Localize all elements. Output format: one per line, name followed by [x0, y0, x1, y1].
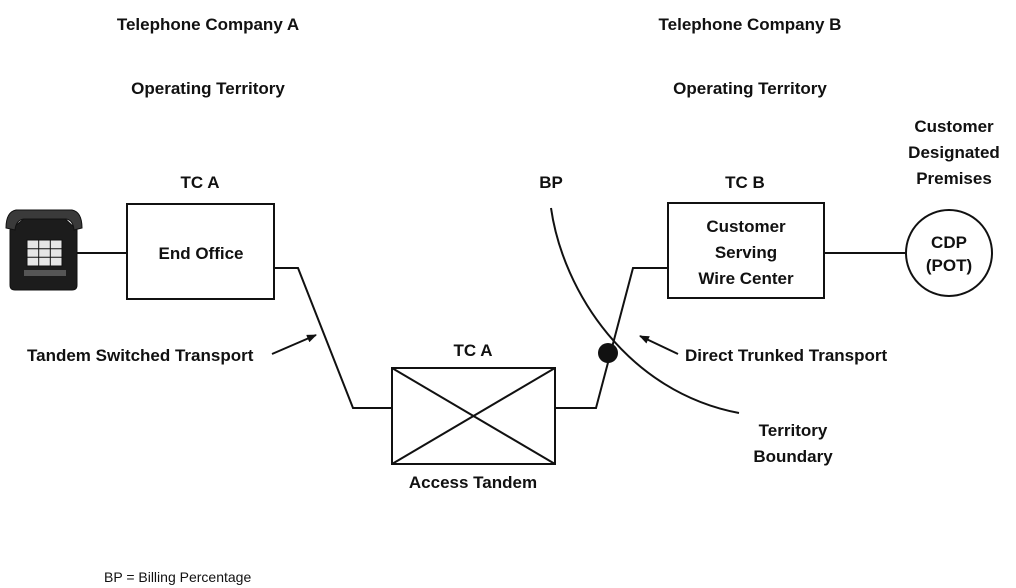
cdp-title-line3: Premises — [916, 169, 992, 188]
footnote: BP = Billing Percentage — [104, 569, 251, 585]
end-office-label: End Office — [158, 244, 243, 263]
end-office-box — [126, 203, 275, 300]
access-tandem-tc-label: TC A — [453, 341, 492, 360]
customer-serving-wire-center-box — [667, 202, 825, 299]
cdp-label-line2: (POT) — [926, 256, 972, 275]
end-office-tc-label: TC A — [180, 173, 219, 192]
territory-b-title: Operating Territory — [673, 79, 827, 98]
company-a-title: Telephone Company A — [117, 15, 299, 34]
tandem-switched-arrow — [271, 334, 317, 355]
cdp-circle — [905, 209, 993, 297]
tandem-switched-transport-label: Tandem Switched Transport — [27, 346, 254, 365]
cswc-label-line2: Serving — [715, 243, 777, 262]
territory-a-title: Operating Territory — [131, 79, 285, 98]
cswc-tc-label: TC B — [725, 173, 765, 192]
access-tandem-label: Access Tandem — [409, 473, 537, 492]
territory-boundary-curve — [550, 207, 740, 414]
territory-boundary-label-line2: Boundary — [753, 447, 833, 466]
cswc-label-line1: Customer — [706, 217, 786, 236]
access-tandem-cross-2 — [391, 367, 556, 465]
billing-percentage-point — [598, 343, 618, 363]
cdp-title-line2: Designated — [908, 143, 1000, 162]
cdp-label-line1: CDP — [931, 233, 967, 252]
direct-trunked-transport-line — [555, 267, 668, 409]
territory-boundary-label-line1: Territory — [759, 421, 828, 440]
telephone-icon — [5, 209, 83, 291]
cdp-title-line1: Customer — [914, 117, 994, 136]
direct-trunked-arrow — [639, 335, 679, 355]
direct-trunked-transport-label: Direct Trunked Transport — [685, 346, 887, 365]
tandem-switched-transport-line — [274, 267, 392, 409]
bp-label: BP — [539, 173, 563, 192]
cswc-label-line3: Wire Center — [698, 269, 794, 288]
company-b-title: Telephone Company B — [659, 15, 842, 34]
